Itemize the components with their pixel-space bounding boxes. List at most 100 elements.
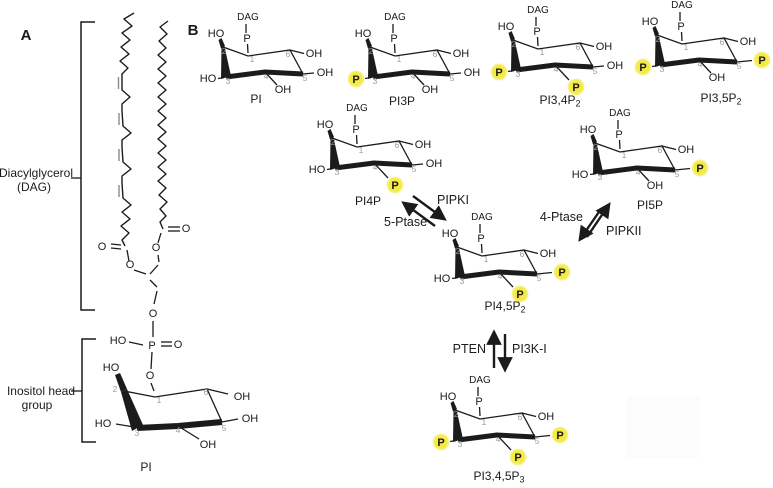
hydroxyl-label: OH — [453, 48, 470, 60]
ring-number: 4 — [411, 71, 416, 81]
bond — [221, 418, 239, 423]
ring-thin-bonds — [656, 34, 738, 63]
ring-number: 4 — [554, 64, 559, 74]
oxygen-label: O — [174, 339, 183, 351]
unsaturated-acyl-chain — [119, 12, 135, 247]
ring-thin-bonds — [454, 409, 536, 438]
phosphate-group: HO P O O — [110, 321, 183, 392]
phosphate-label: P — [639, 62, 646, 74]
oxygen-label: O — [152, 242, 161, 254]
ring-number: 5 — [737, 61, 742, 71]
substituent-wedge — [652, 26, 659, 37]
ring-number: 2 — [656, 34, 661, 44]
ring-thin-bonds — [123, 388, 223, 423]
bond — [723, 37, 739, 43]
bond — [115, 423, 135, 428]
hydroxyl-label: OH — [678, 144, 695, 156]
phosphorus-label: P — [475, 396, 482, 408]
ring-number: 6 — [433, 49, 438, 59]
carbonyl-double-bond — [110, 243, 122, 246]
phosphatase-arrow-4ptase — [586, 202, 611, 238]
hydroxyl-label: OH — [306, 48, 323, 60]
hydroxyl-label: OH — [415, 139, 432, 151]
bond — [496, 434, 512, 451]
bond — [326, 167, 334, 171]
bracket-shape — [80, 21, 95, 311]
substituent-wedge — [365, 38, 372, 49]
glycerol-backbone: O — [133, 254, 160, 320]
carbonyl-double-bond — [110, 247, 122, 250]
phosphate-label: P — [495, 67, 502, 79]
bond — [523, 249, 539, 255]
hydroxyl-label: OH — [426, 158, 443, 170]
panel-a-molecule-label: PI — [140, 460, 151, 474]
phosphorus-label: P — [352, 124, 359, 136]
ring-number: 3 — [598, 172, 603, 182]
ester-groups: O O O O — [98, 223, 191, 271]
ring-wedge — [221, 46, 231, 79]
bond — [618, 139, 621, 150]
ring-number: 4 — [176, 425, 181, 435]
ring-number: 4 — [264, 71, 269, 81]
ring-number: 3 — [335, 167, 340, 177]
ring-number: 6 — [395, 140, 400, 150]
hydroxyl-label: OH — [607, 60, 624, 72]
ring-wedge — [453, 409, 463, 442]
ring-number: 5 — [303, 73, 308, 83]
phosphate-label: P — [758, 55, 765, 67]
ring-number: 6 — [520, 249, 525, 259]
phosphate-label: P — [516, 289, 523, 301]
phosphate-badge — [490, 63, 508, 81]
phosphorus-label: P — [390, 33, 397, 45]
bond — [217, 76, 225, 80]
phosphorus-label: P — [477, 233, 484, 245]
substituent-wedge — [508, 31, 515, 42]
ring-number: 1 — [359, 145, 364, 155]
ring-number: 5 — [537, 273, 542, 283]
structure-label: PI3,4,5P3 — [473, 469, 524, 485]
substituent-wedge — [115, 373, 127, 392]
phosphorus-label: P — [677, 21, 684, 33]
ring-number: 4 — [373, 162, 378, 172]
faint-watermark-box — [627, 396, 700, 458]
substituent-wedge — [452, 238, 459, 249]
bond — [149, 264, 159, 275]
hydroxyl-label: OH — [422, 84, 439, 96]
hydroxyl-label: HO — [442, 228, 459, 240]
bond — [436, 49, 452, 55]
enzyme-label-pipki: PIPKI — [437, 193, 469, 207]
bond — [536, 36, 539, 47]
hydroxyl-label: OH — [647, 180, 664, 192]
saturated-acyl-chain — [157, 20, 169, 230]
bond — [246, 43, 249, 54]
ring-number: 6 — [576, 42, 581, 52]
bond — [206, 388, 229, 395]
hydroxyl-label: HO — [355, 28, 372, 40]
structure-label: PI3P — [389, 94, 415, 108]
phosphate-label: P — [696, 163, 703, 175]
ring-number: 4 — [498, 271, 503, 281]
ring-number: 3 — [373, 76, 378, 86]
ring-wedge — [511, 39, 521, 72]
bond — [507, 69, 515, 73]
bond — [355, 134, 358, 145]
structure-label-subscript: 2 — [521, 305, 526, 315]
enzyme-label-pten: PTEN — [453, 342, 486, 356]
phosphate-badge — [509, 448, 527, 466]
hydroxyl-label: OH — [242, 413, 259, 425]
ring-wedge — [330, 137, 340, 170]
ring-thin-bonds — [456, 246, 538, 275]
bond — [449, 72, 462, 75]
hydroxyl-label: OH — [275, 84, 292, 96]
ring-number: 4 — [636, 167, 641, 177]
phosphate-label: P — [572, 82, 579, 94]
substituent-wedge — [218, 38, 225, 49]
bond — [149, 279, 158, 288]
hydroxyl-label: HO — [208, 28, 225, 40]
hydroxyl-label: OH — [538, 411, 555, 423]
phosphate-badge — [634, 58, 652, 76]
